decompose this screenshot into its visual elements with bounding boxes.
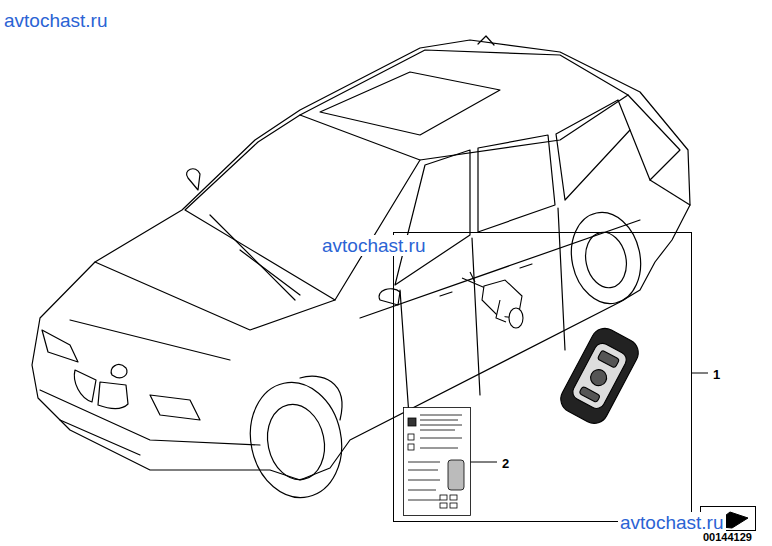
watermark: avtochast.ru — [618, 512, 726, 533]
watermark: avtochast.ru — [320, 235, 428, 256]
callout-number: 2 — [500, 456, 511, 471]
watermark: avtochast.ru — [2, 10, 110, 31]
callout-number: 1 — [711, 367, 722, 382]
diagram-code: 00144129 — [701, 531, 754, 544]
